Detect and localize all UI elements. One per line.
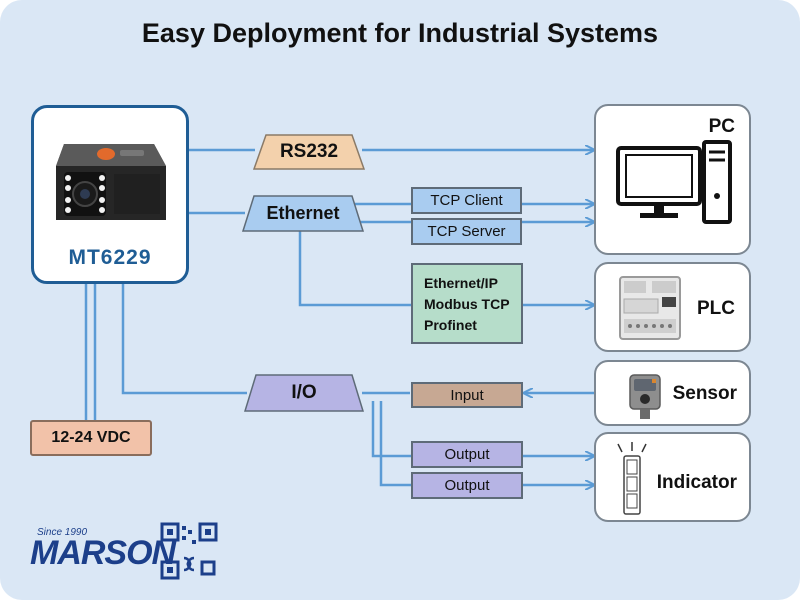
plc-icon — [619, 276, 681, 340]
sensor-node: Sensor — [594, 360, 751, 426]
io-channel: I/O — [243, 374, 365, 412]
ethernet-label: Ethernet — [266, 203, 340, 223]
diagram-title: Easy Deployment for Industrial Systems — [141, 18, 659, 48]
ethernet-shape — [241, 195, 365, 232]
line-device-io — [121, 284, 247, 395]
output-box-1: Output — [411, 441, 523, 468]
indicator-node: Indicator — [594, 432, 751, 522]
protocol-modbus-tcp: Modbus TCP — [424, 296, 510, 312]
pc-label: PC — [708, 116, 735, 137]
pc-icon — [616, 140, 732, 224]
pc-node: PC — [594, 104, 751, 255]
rs232-label: RS232 — [279, 141, 339, 162]
rs232-channel: RS232 — [252, 134, 366, 170]
protocol-profinet: Profinet — [424, 317, 477, 333]
plc-node: PLC — [594, 262, 751, 352]
brand-since: Since 1990 — [37, 527, 88, 538]
plc-label: PLC — [697, 298, 735, 319]
line-io-output-2 — [379, 401, 594, 485]
indicator-light-icon — [617, 442, 647, 515]
power-supply-box: 12-24 VDC — [30, 420, 152, 456]
protocol-ethernet-ip: Ethernet/IP — [424, 275, 498, 291]
io-label: I/O — [291, 382, 317, 403]
barcode-scanner-icon — [56, 144, 166, 220]
indicator-label: Indicator — [656, 472, 737, 493]
tcp-server-box: TCP Server — [411, 218, 522, 245]
industrial-protocols-box: Ethernet/IP Modbus TCP Profinet — [411, 263, 523, 344]
rs232-shape — [252, 134, 366, 170]
sensor-label: Sensor — [672, 383, 737, 404]
output-box-2: Output — [411, 472, 523, 499]
input-box: Input — [411, 382, 523, 408]
sensor-icon — [629, 374, 661, 419]
ethernet-channel: Ethernet — [241, 195, 365, 232]
device-name: MT6229 — [68, 246, 152, 269]
io-shape — [243, 374, 365, 412]
qr-code-icon — [160, 522, 218, 580]
device-mt6229-node: MT6229 — [31, 105, 189, 284]
brand-logo-text: MARSON — [30, 534, 176, 572]
tcp-client-box: TCP Client — [411, 187, 522, 214]
